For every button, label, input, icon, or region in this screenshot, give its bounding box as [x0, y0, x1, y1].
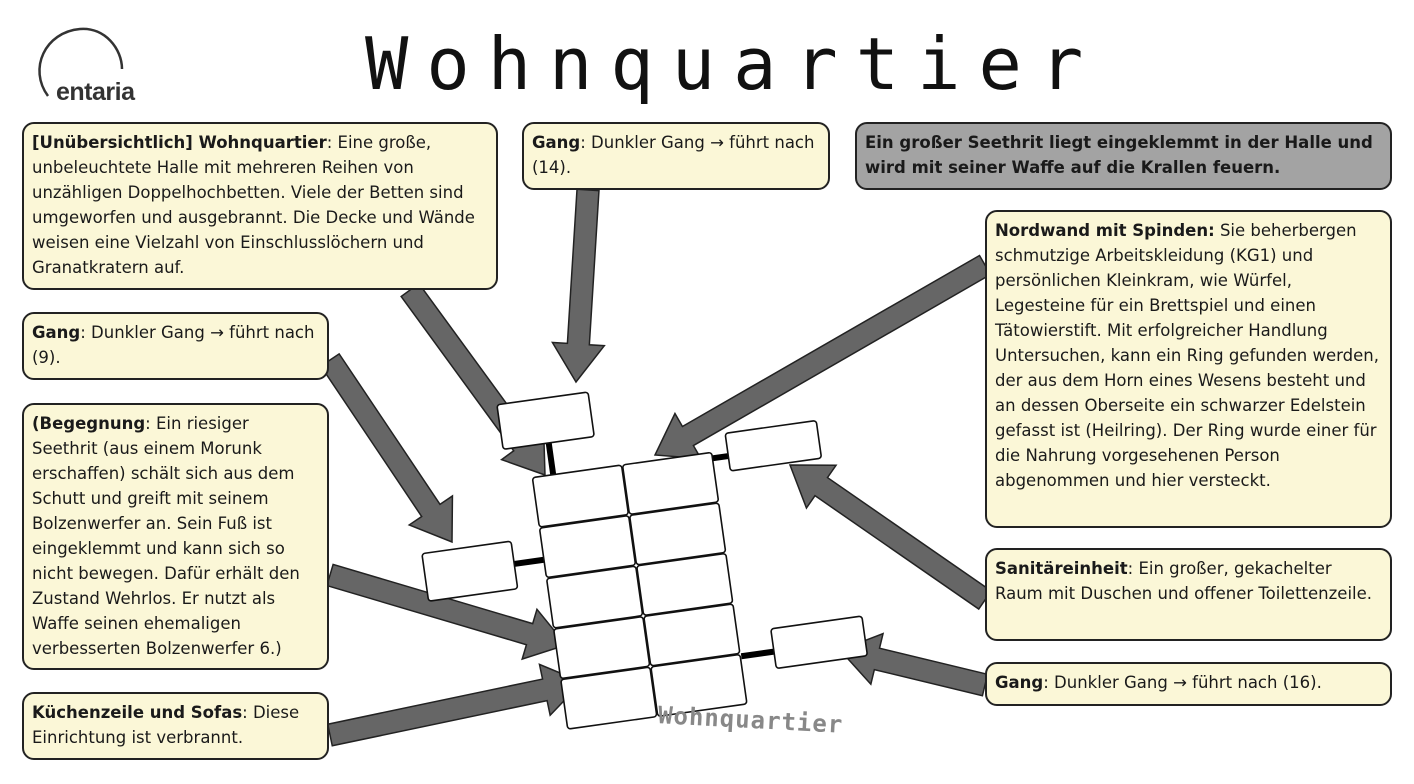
box-text: : Dunkler Gang → führt nach (14). [532, 133, 815, 177]
pointer-arrow-icon [838, 632, 989, 697]
box-heading: Gang [995, 673, 1044, 692]
pointer-arrow-icon [326, 663, 584, 747]
room-bed-row [531, 464, 629, 528]
box-heading: Sanitäreinheit [995, 559, 1128, 578]
box-gang-16: Gang: Dunkler Gang → führt nach (16). [985, 662, 1392, 706]
box-gang-14: Gang: Dunkler Gang → führt nach (14). [522, 122, 830, 190]
box-text: : Eine große, unbeleuchtete Halle mit me… [32, 133, 475, 277]
pointer-arrow-icon [788, 464, 993, 611]
rooms [421, 391, 868, 730]
room-bed-row [546, 565, 644, 629]
box-hall: [Unübersichtlich] Wohnquartier: Eine gro… [22, 122, 498, 290]
room-west [421, 540, 519, 602]
room-bed-row [560, 666, 658, 730]
room-bed-row [643, 603, 741, 667]
room-bed-row [650, 653, 748, 717]
room-bed-row [622, 451, 719, 515]
box-gang-9: Gang: Dunkler Gang → führt nach (9). [22, 312, 329, 380]
room-bed-row [553, 616, 651, 680]
box-text: : Dunkler Gang → führt nach (9). [32, 323, 315, 367]
room-bed-row [629, 502, 727, 566]
logo-arc-icon [38, 27, 124, 97]
box-text: : Ein großer, gekachelter Raum mit Dusch… [995, 559, 1373, 603]
box-encounter: (Begegnung: Ein riesiger Seethrit (aus e… [22, 403, 329, 670]
box-note: Ein großer Seethrit liegt eingeklemmt in… [855, 122, 1392, 190]
entaria-logo [30, 24, 150, 114]
box-text: : Dunkler Gang → führt nach (16). [1043, 673, 1322, 692]
box-heading: (Begegnung [32, 414, 146, 433]
box-text: : Ein riesiger Seethrit (aus einem Morun… [32, 414, 300, 658]
connector [513, 556, 545, 567]
room-northeast [724, 420, 822, 472]
logo-text: entaria [56, 78, 135, 106]
pointer-arrow-icon [653, 254, 992, 460]
box-heading: Gang [532, 133, 581, 152]
box-sanitary: Sanitäreinheit: Ein großer, gekachelter … [985, 548, 1392, 641]
room-north [496, 391, 595, 450]
box-heading: Nordwand mit Spinden: [995, 221, 1215, 240]
box-kitchen: Küchenzeile und Sofas: Diese Einrichtung… [22, 692, 329, 760]
pointer-arrow-icon [319, 352, 454, 544]
box-text: Ein großer Seethrit liegt eingeklemmt in… [865, 133, 1373, 177]
room-southeast [770, 615, 868, 669]
connector [740, 648, 775, 660]
box-heading: Gang [32, 323, 81, 342]
connector [545, 442, 557, 476]
box-lockers: Nordwand mit Spinden: Sie beherbergen sc… [985, 210, 1392, 528]
pointer-arrow-icon [551, 188, 606, 384]
box-text: : Diese Einrichtung ist verbrannt. [32, 703, 300, 747]
pointer-arrow-icon [325, 563, 568, 661]
box-heading: [Unübersichtlich] Wohnquartier [32, 133, 327, 152]
box-text: Sie beherbergen schmutzige Arbeitskleidu… [995, 221, 1379, 490]
connector [711, 453, 729, 462]
room-bed-row [636, 552, 734, 616]
arrows [319, 188, 993, 747]
box-heading: Küchenzeile und Sofas [32, 703, 243, 722]
page-title: Wohnquartier [365, 22, 1102, 106]
room-bed-row [539, 515, 636, 578]
